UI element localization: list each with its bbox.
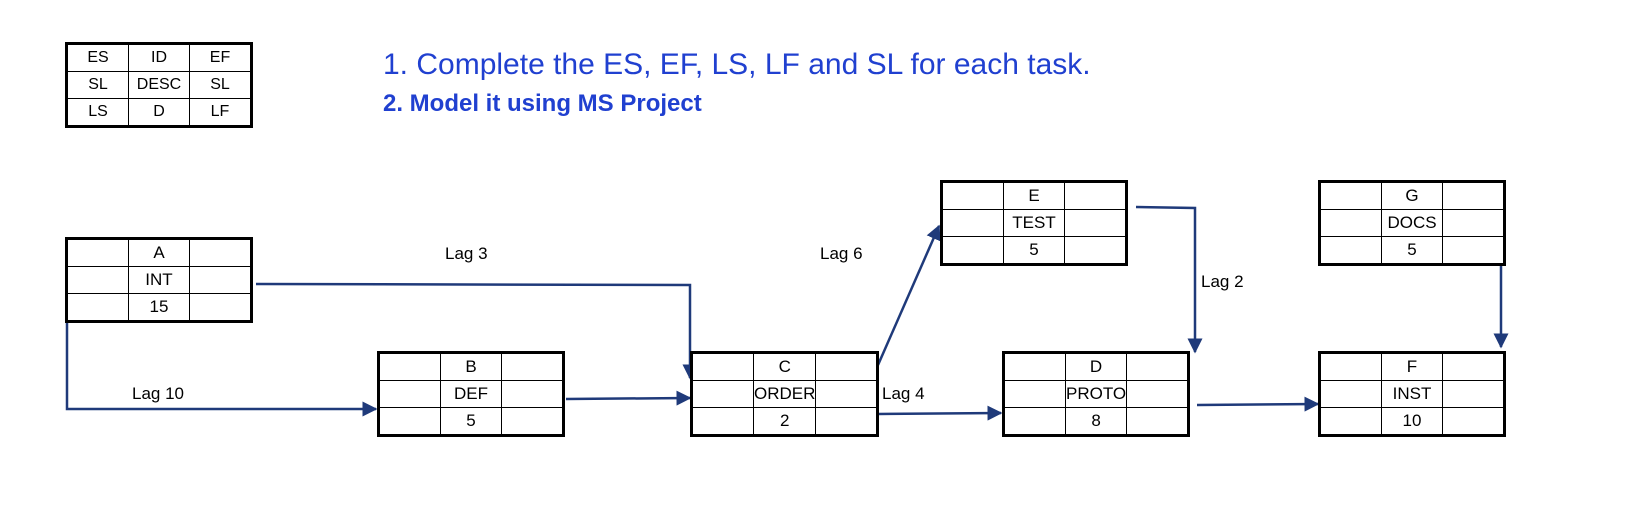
lag-label-a-c: Lag 3: [445, 244, 488, 263]
node-f-ls: [1319, 407, 1382, 436]
node-g-duration: 5: [1381, 236, 1443, 265]
arrow-a-to-c: [255, 282, 698, 380]
node-g-id: G: [1381, 181, 1443, 210]
node-c-lf: [815, 407, 879, 436]
node-b-sl-right: [501, 380, 564, 408]
node-f: F INST 10: [1318, 351, 1506, 437]
node-g-sl-right: [1442, 209, 1505, 237]
node-c-es: [691, 352, 754, 381]
node-e-desc: TEST: [1003, 209, 1065, 237]
arrow-d-to-f: [1196, 396, 1320, 412]
lag-label-e-d: Lag 2: [1201, 272, 1244, 291]
node-g-ls: [1319, 236, 1382, 265]
node-e-lf: [1064, 236, 1127, 265]
node-d-id: D: [1064, 352, 1128, 381]
instruction-line-1: 1. Complete the ES, EF, LS, LF and SL fo…: [383, 48, 1091, 81]
node-b-lf: [501, 407, 564, 436]
arrow-c-to-d: [877, 405, 1003, 421]
node-f-duration: 10: [1381, 407, 1443, 436]
node-f-sl-right: [1442, 380, 1505, 408]
node-d-duration: 8: [1064, 407, 1128, 436]
node-e: E TEST 5: [940, 180, 1128, 266]
arrow-e-to-d: [1135, 205, 1203, 354]
node-a-duration: 15: [128, 293, 190, 322]
arrow-b-to-c: [565, 390, 692, 406]
node-e-ef: [1064, 181, 1127, 210]
legend-d: D: [128, 98, 190, 127]
node-g: G DOCS 5: [1318, 180, 1506, 266]
node-b-ls: [378, 407, 441, 436]
node-c-id: C: [752, 352, 817, 381]
node-c: C ORDER 2: [690, 351, 880, 437]
node-a: A INT 15: [65, 237, 253, 323]
node-c-ls: [691, 407, 754, 436]
legend-lf: LF: [189, 98, 252, 127]
legend-table: ES ID EF SL DESC SL LS D LF: [65, 42, 253, 128]
node-b-es: [378, 352, 441, 381]
node-c-ef: [815, 352, 879, 381]
node-a-id: A: [128, 238, 190, 267]
node-c-desc: ORDER: [752, 380, 817, 408]
node-g-desc: DOCS: [1381, 209, 1443, 237]
lag-label-c-d: Lag 4: [882, 384, 925, 403]
arrow-a-to-b: [65, 322, 378, 417]
legend-ef: EF: [189, 43, 252, 72]
node-e-ls: [941, 236, 1004, 265]
node-c-sl-right: [815, 380, 879, 408]
node-a-es: [66, 238, 129, 267]
instruction-line-2: 2. Model it using MS Project: [383, 90, 702, 117]
node-a-ls: [66, 293, 129, 322]
node-d: D PROTO 8: [1002, 351, 1191, 437]
node-d-sl-left: [1003, 380, 1066, 408]
node-a-sl-right: [189, 266, 252, 294]
node-d-es: [1003, 352, 1066, 381]
node-d-ef: [1126, 352, 1190, 381]
legend-id: ID: [128, 43, 190, 72]
node-b-desc: DEF: [440, 380, 502, 408]
node-c-duration: 2: [752, 407, 817, 436]
node-e-sl-left: [941, 209, 1004, 237]
node-f-desc: INST: [1381, 380, 1443, 408]
arrow-c-to-e: [876, 224, 941, 366]
node-d-sl-right: [1126, 380, 1190, 408]
node-c-sl-left: [691, 380, 754, 408]
node-d-lf: [1126, 407, 1190, 436]
node-f-ef: [1442, 352, 1505, 381]
node-d-ls: [1003, 407, 1066, 436]
node-e-sl-right: [1064, 209, 1127, 237]
node-b-duration: 5: [440, 407, 502, 436]
node-g-es: [1319, 181, 1382, 210]
node-g-lf: [1442, 236, 1505, 265]
node-a-ef: [189, 238, 252, 267]
node-b: B DEF 5: [377, 351, 565, 437]
node-f-es: [1319, 352, 1382, 381]
node-g-sl-left: [1319, 209, 1382, 237]
node-a-desc: INT: [128, 266, 190, 294]
node-g-ef: [1442, 181, 1505, 210]
node-e-es: [941, 181, 1004, 210]
lag-label-a-b: Lag 10: [132, 384, 184, 403]
node-f-sl-left: [1319, 380, 1382, 408]
node-f-lf: [1442, 407, 1505, 436]
node-a-sl-left: [66, 266, 129, 294]
node-e-duration: 5: [1003, 236, 1065, 265]
node-d-desc: PROTO: [1064, 380, 1128, 408]
node-f-id: F: [1381, 352, 1443, 381]
node-b-ef: [501, 352, 564, 381]
node-e-id: E: [1003, 181, 1065, 210]
node-b-sl-left: [378, 380, 441, 408]
node-a-lf: [189, 293, 252, 322]
node-b-id: B: [440, 352, 502, 381]
lag-label-c-e: Lag 6: [820, 244, 863, 263]
